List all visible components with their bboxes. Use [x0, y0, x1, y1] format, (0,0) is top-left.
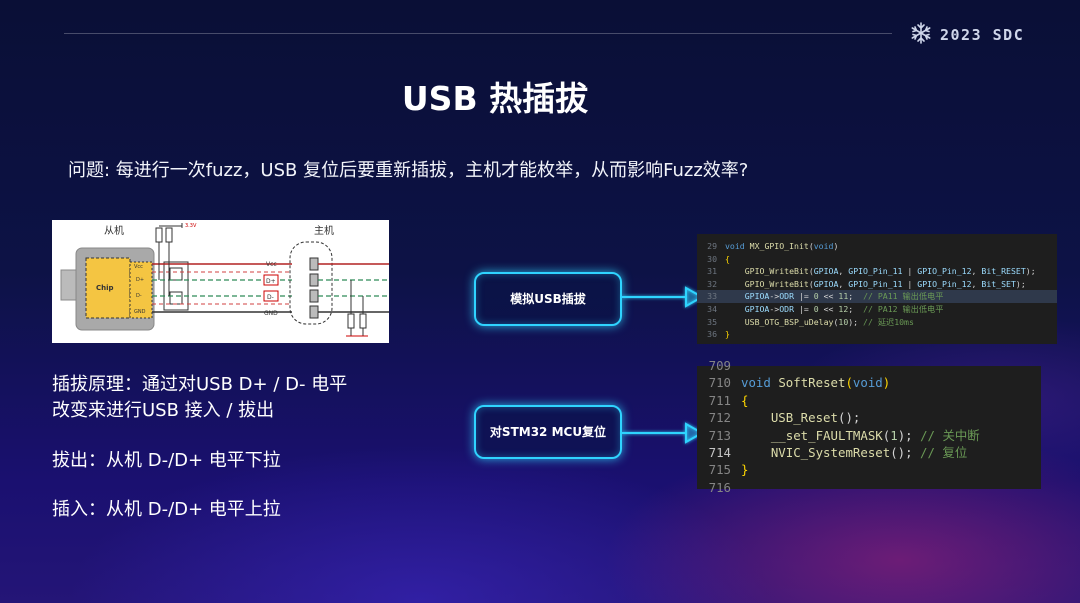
code-line: 715} — [697, 461, 1041, 478]
simulate-usb-plug-box: 模拟USB插拔 — [474, 272, 622, 326]
plug-text: 插入：从机 D-/D+ 电平上拉 — [52, 499, 281, 520]
line-number: 713 — [708, 427, 731, 443]
line-number: 36 — [707, 329, 717, 340]
line-number: 35 — [707, 316, 717, 327]
brand: 2023 SDC — [910, 22, 1024, 48]
code-line: 33 GPIOA->ODR |= 0 << 11; // PA11 输出低电平 — [697, 290, 1057, 303]
code-text: GPIO_WriteBit(GPIOA, GPIO_Pin_11 | GPIO_… — [744, 266, 1036, 277]
arrows — [622, 286, 705, 444]
code-text: { — [725, 253, 730, 264]
svg-text:Vcc: Vcc — [134, 264, 143, 270]
svg-text:D-: D- — [136, 293, 142, 299]
code-text: NVIC_SystemReset(); // 复位 — [770, 444, 968, 460]
line-number: 33 — [707, 291, 717, 302]
svg-text:D+: D+ — [266, 278, 276, 285]
unplug-text: 拔出：从机 D-/D+ 电平下拉 — [52, 450, 281, 471]
reset-mcu-box: 对STM32 MCU复位 — [474, 405, 622, 459]
usb-circuit-diagram: Chip 从机 Vcc D+ D- GND 3.3V Vcc D+ D- GND… — [52, 220, 389, 343]
arrow-head-icon — [685, 422, 705, 444]
code-line: 716 — [697, 479, 1041, 496]
svg-text:GND: GND — [134, 309, 146, 315]
chip-block — [85, 257, 131, 319]
line-number: 31 — [707, 266, 717, 277]
slide-question: 问题: 每进行一次fuzz，USB 复位后要重新插拔，主机才能枚举，从而影响Fu… — [68, 160, 749, 181]
slave-label: 从机 — [104, 224, 124, 237]
code-line: 35 USB_OTG_BSP_uDelay(10); // 延迟10ms — [697, 316, 1057, 329]
svg-text:D+: D+ — [136, 277, 144, 283]
code-text: void SoftReset(void) — [741, 375, 891, 391]
code-line: 713 __set_FAULTMASK(1); // 关中断 — [697, 427, 1041, 444]
line-number: 710 — [708, 375, 731, 391]
line-number: 716 — [708, 479, 731, 495]
brand-text: 2023 SDC — [940, 26, 1025, 44]
code-panel-gpio-init: 29 void MX_GPIO_Init(void) 30 {31 GPIO_Writ… — [697, 234, 1057, 344]
voltage-label: 3.3V — [185, 223, 197, 229]
code-text: void MX_GPIO_Init(void) — [725, 241, 839, 251]
slide-title: USB 热插拔 — [401, 79, 589, 118]
code-line: 710 void SoftReset(void) — [697, 374, 1041, 391]
host-label: 主机 — [314, 224, 334, 237]
code-text: __set_FAULTMASK(1); // 关中断 — [770, 427, 980, 443]
code-text: { — [741, 392, 749, 408]
code-text: } — [741, 462, 749, 478]
line-number: 712 — [708, 410, 731, 426]
line-number: 715 — [708, 462, 731, 478]
code-line: 32 GPIO_WriteBit(GPIOA, GPIO_Pin_11 | GP… — [697, 278, 1057, 291]
code-text: GPIOA->ODR |= 0 << 12; // PA12 输出低电平 — [744, 303, 944, 314]
snowflake-icon — [910, 22, 932, 48]
code-line: 714 NVIC_SystemReset(); // 复位 — [697, 444, 1041, 461]
arrow-head-icon — [685, 286, 705, 308]
svg-text:D-: D- — [267, 294, 274, 301]
code-line: 29 void MX_GPIO_Init(void) — [697, 240, 1057, 253]
code-text: GPIOA->ODR |= 0 << 11; // PA11 输出低电平 — [744, 291, 944, 302]
line-number: 709 — [708, 358, 731, 373]
svg-text:Vcc: Vcc — [266, 261, 277, 268]
principle-line-1: 插拔原理：通过对USB D+ / D- 电平 — [52, 374, 348, 395]
chip-label: Chip — [96, 284, 114, 292]
code-text: } — [725, 329, 730, 340]
code-line: 36} — [697, 328, 1057, 341]
line-number: 34 — [707, 303, 717, 314]
principle-line-2: 改变来进行USB 接入 / 拔出 — [52, 400, 275, 421]
code-line: 31 GPIO_WriteBit(GPIOA, GPIO_Pin_11 | GP… — [697, 265, 1057, 278]
line-number: 29 — [707, 241, 717, 251]
line-number: 714 — [708, 444, 731, 460]
code-text: USB_OTG_BSP_uDelay(10); // 延迟10ms — [744, 316, 914, 327]
code-panel-soft-reset: 709 710 void SoftReset(void) 711 {712 USB_Re… — [697, 358, 1041, 495]
code-text: GPIO_WriteBit(GPIOA, GPIO_Pin_11 | GPIO_… — [744, 278, 1026, 289]
line-number: 711 — [708, 392, 731, 408]
line-number: 32 — [707, 278, 717, 289]
principle-text: 插拔原理：通过对USB D+ / D- 电平 改变来进行USB 接入 / 拔出 — [52, 372, 412, 424]
line-number: 30 — [707, 253, 717, 264]
code-line: 712 USB_Reset(); — [697, 409, 1041, 426]
svg-text:GND: GND — [264, 310, 278, 317]
header-divider — [64, 33, 892, 34]
code-line: 709 — [697, 357, 1041, 374]
code-line: 711 { — [697, 392, 1041, 409]
code-line: 34 GPIOA->ODR |= 0 << 12; // PA12 输出低电平 — [697, 303, 1057, 316]
code-line: 30 { — [697, 253, 1057, 266]
code-text: USB_Reset(); — [770, 410, 861, 426]
